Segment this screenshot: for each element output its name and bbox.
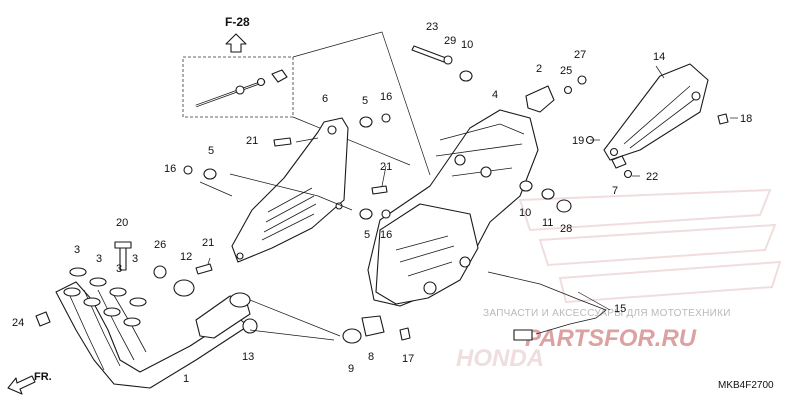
watermark-text: ЗАПЧАСТИ И АКСЕССУАРЫ ДЛЯ МОТОТЕХНИКИ — [483, 308, 731, 319]
callout-16c: 16 — [380, 229, 392, 241]
leader-lines — [199, 65, 738, 341]
callout-9: 9 — [348, 363, 354, 375]
callout-5c: 5 — [364, 229, 370, 241]
exhaust-pipe-1 — [55, 281, 251, 389]
heat-shield-6 — [231, 117, 349, 263]
callout-8: 8 — [368, 351, 374, 363]
reference-section: F-28 — [225, 15, 250, 29]
callout-10a: 10 — [461, 39, 473, 51]
watermark-brand: PARTSFOR.RU — [525, 325, 697, 352]
callout-10b: 10 — [519, 207, 531, 219]
callout-labels: 1 2 3 3 3 3 4 5 5 5 6 7 8 9 10 10 11 12 … — [12, 21, 752, 385]
callout-12: 12 — [180, 251, 192, 263]
callout-22: 22 — [646, 171, 658, 183]
bracket-2 — [525, 85, 555, 113]
callout-5a: 5 — [208, 145, 214, 157]
callout-19: 19 — [572, 135, 584, 147]
callout-3d: 3 — [132, 253, 138, 265]
callout-23: 23 — [426, 21, 438, 33]
callout-24: 24 — [12, 317, 24, 329]
gaskets-3 — [63, 267, 147, 327]
callout-13: 13 — [242, 351, 254, 363]
muffler-4 — [367, 109, 539, 307]
muffler-cover-14 — [603, 63, 709, 161]
callout-3b: 3 — [96, 253, 102, 265]
callout-17: 17 — [402, 353, 414, 365]
callout-20: 20 — [116, 217, 128, 229]
watermark-mark: HONDA — [456, 345, 544, 372]
callout-21a: 21 — [246, 135, 258, 147]
callout-21b: 21 — [202, 237, 214, 249]
callout-18: 18 — [740, 113, 752, 125]
callout-21c: 21 — [380, 161, 392, 173]
front-direction: FR. — [7, 371, 52, 395]
callout-6: 6 — [322, 93, 328, 105]
callout-3c: 3 — [116, 263, 122, 275]
callout-15: 15 — [614, 303, 626, 315]
up-arrow-icon — [225, 33, 247, 53]
callout-16b: 16 — [380, 91, 392, 103]
diagram-code: MKB4F2700 — [718, 380, 774, 391]
front-arrow-icon — [7, 375, 36, 395]
callout-26: 26 — [154, 239, 166, 251]
callout-25: 25 — [560, 65, 572, 77]
callout-2: 2 — [536, 63, 542, 75]
front-label: FR. — [34, 371, 52, 383]
callout-27: 27 — [574, 49, 586, 61]
callout-4: 4 — [492, 89, 498, 101]
callout-28: 28 — [560, 223, 572, 235]
callout-29: 29 — [444, 35, 456, 47]
callout-5b: 5 — [362, 95, 368, 107]
callout-1: 1 — [183, 373, 189, 385]
reference-frame — [182, 56, 294, 118]
callout-11: 11 — [542, 217, 553, 229]
callout-16a: 16 — [164, 163, 176, 175]
callout-7: 7 — [612, 185, 618, 197]
callout-3a: 3 — [74, 244, 80, 256]
reference-box: F-28 — [182, 15, 294, 118]
callout-14: 14 — [653, 51, 665, 63]
